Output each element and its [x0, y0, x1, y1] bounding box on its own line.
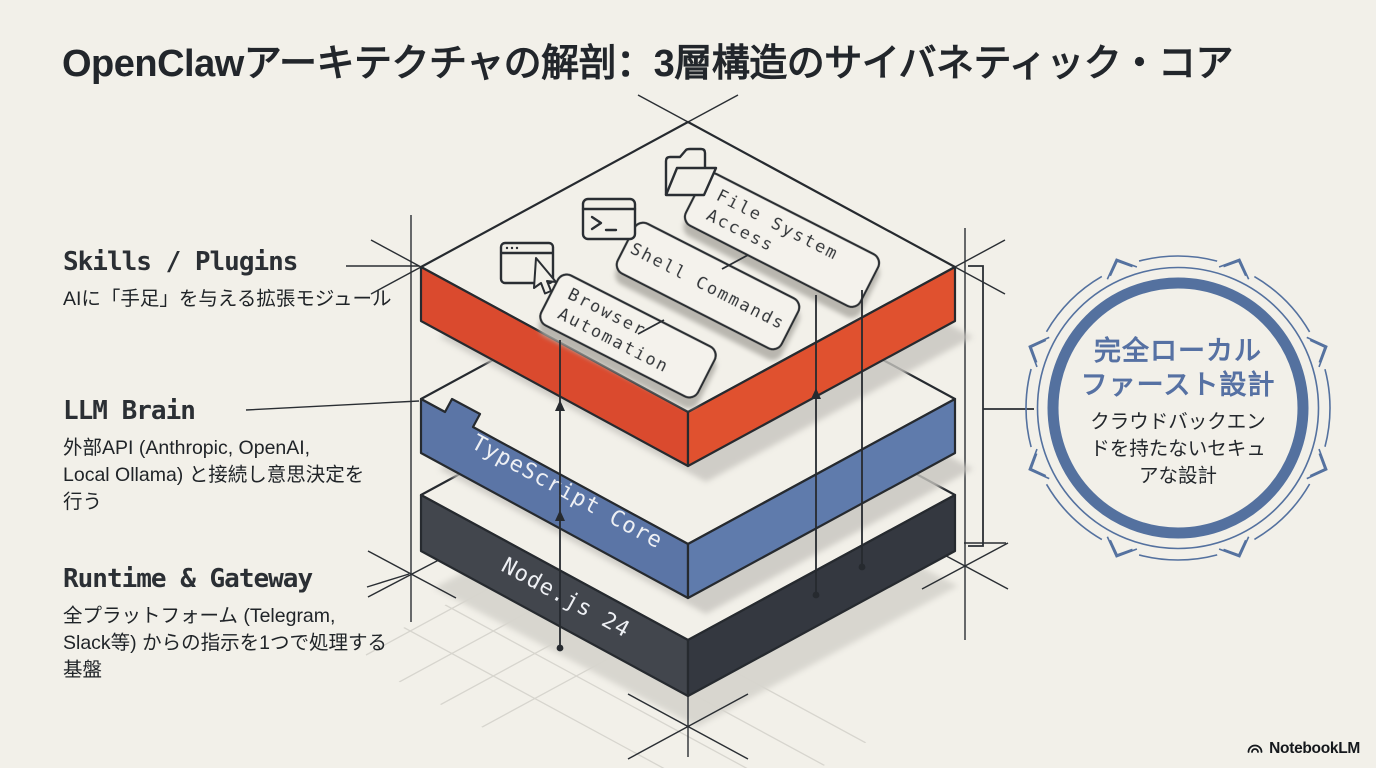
page-title: OpenClawアーキテクチャの解剖：3層構造のサイバネティック・コア [62, 43, 1233, 85]
badge-ring [1025, 255, 1331, 561]
label-group-llm-brain: LLM Brain 外部API (Anthropic, OpenAI, Loca… [63, 396, 364, 516]
brand-name: NotebookLM [1269, 740, 1360, 757]
layer-heading-llm-brain: LLM Brain [63, 396, 196, 426]
layer-desc-line: 行う [63, 491, 103, 513]
local-first-badge: 完全ローカル ファースト設計 クラウドバックエン ドを持たないセキュ アな設計 [1058, 334, 1298, 490]
layer-heading-runtime-gateway: Runtime & Gateway [63, 564, 313, 594]
terminal-icon [581, 197, 637, 241]
badge-body-line: アな設計 [1138, 465, 1217, 487]
brand-footer: NotebookLM [1246, 740, 1360, 758]
layer-desc-line: Local Ollama) と接続し意思決定を [63, 464, 365, 486]
label-group-runtime-gateway: Runtime & Gateway 全プラットフォーム (Telegram, S… [63, 564, 387, 684]
layer-desc-line: 全プラットフォーム (Telegram, [63, 605, 336, 627]
badge-heading-line: 完全ローカル [1094, 336, 1262, 366]
flow-arrows [555, 290, 866, 652]
layer-heading-skills-plugins: Skills / Plugins [63, 247, 298, 277]
badge-body-line: ドを持たないセキュ [1090, 438, 1266, 460]
layer-desc-line: 外部API (Anthropic, OpenAI, [63, 437, 311, 459]
label-group-skills-plugins: Skills / Plugins AIに「手足」を与える拡張モジュール [63, 247, 391, 313]
stack-bracket [968, 265, 1034, 547]
browser-icon [499, 241, 557, 295]
layer-desc-line: Slack等) からの指示を1つで処理する [63, 632, 387, 654]
badge-body-line: クラウドバックエン [1090, 411, 1266, 433]
notebooklm-logo-icon [1247, 744, 1263, 753]
leader-runtime [366, 573, 410, 588]
tag-connectors [637, 254, 749, 335]
leader-llm [245, 400, 420, 411]
layer-desc-line: AIに「手足」を与える拡張モジュール [63, 288, 392, 310]
construction-lines [245, 94, 1009, 760]
folder-icon [664, 147, 718, 197]
layer-desc-line: 基盤 [63, 659, 103, 681]
badge-heading-line: ファースト設計 [1080, 370, 1276, 400]
